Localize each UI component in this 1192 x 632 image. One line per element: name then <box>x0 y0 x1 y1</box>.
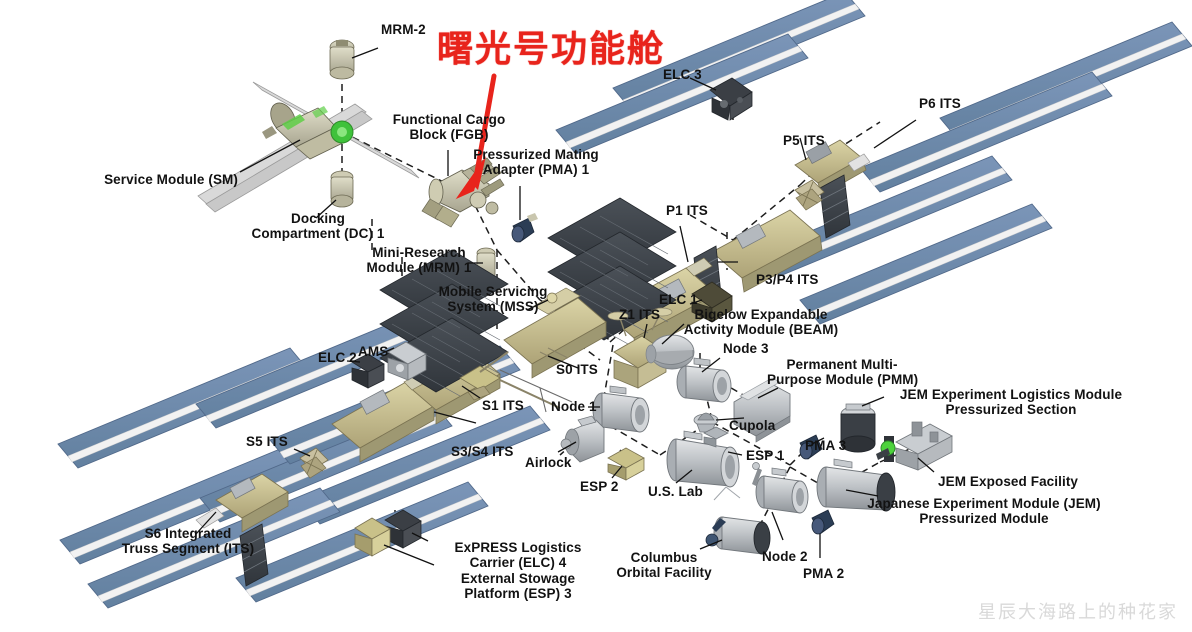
label-node1: Node 1 <box>551 399 597 414</box>
label-elc4: ExPRESS Logistics Carrier (ELC) 4 <box>454 540 582 571</box>
label-elc1: ELC 1 <box>659 292 698 307</box>
label-z1-its: Z1 ITS <box>619 307 661 322</box>
s3-s4-truss-segment <box>331 381 435 463</box>
columbus-module <box>705 516 771 555</box>
label-s1-its: S1 ITS <box>482 398 524 413</box>
label-service-module: Service Module (SM) <box>104 172 238 187</box>
elc1-module <box>691 281 733 323</box>
node2-module <box>752 462 809 514</box>
label-us-lab: U.S. Lab <box>648 484 703 499</box>
label-node2: Node 2 <box>762 549 808 564</box>
pma1-module <box>511 213 538 243</box>
label-esp3: External Stowage Platform (ESP) 3 <box>460 571 576 602</box>
label-node3: Node 3 <box>723 341 769 356</box>
label-pmm: Permanent Multi- Purpose Module (PMM) <box>767 357 919 388</box>
label-s3-s4-its: S3/S4 ITS <box>451 444 514 459</box>
red-annotation-arrow <box>455 73 497 200</box>
label-p1-its: P1 ITS <box>666 203 708 218</box>
label-pma1: Pressurized Mating Adapter (PMA) 1 <box>473 147 599 178</box>
s6-truss-segment <box>195 473 289 587</box>
jem-exposed-facility-module <box>876 421 953 471</box>
label-beam: Bigelow Expandable Activity Module (BEAM… <box>683 307 839 338</box>
label-jem-pm: Japanese Experiment Module (JEM) Pressur… <box>867 496 1101 527</box>
mobile-servicing-system <box>459 351 573 413</box>
label-cupola: Cupola <box>729 418 776 433</box>
elc2-module <box>351 353 385 389</box>
mrm2-module <box>329 39 355 80</box>
p5-truss-segment <box>794 179 825 211</box>
label-mss: Mobile Servicing System (MSS) <box>438 284 548 315</box>
label-docking-compartment: Docking Compartment (DC) 1 <box>251 211 385 242</box>
port-solar-arrays <box>555 0 1192 325</box>
esp1-module <box>703 426 729 448</box>
us-lab-module <box>666 430 741 501</box>
label-jem-elm: JEM Experiment Logistics Module Pressuri… <box>899 387 1123 418</box>
label-fgb: Functional Cargo Block (FGB) <box>392 112 506 143</box>
label-esp2: ESP 2 <box>580 479 619 494</box>
label-s5-its: S5 ITS <box>246 434 288 449</box>
label-pma3: PMA 3 <box>805 438 847 453</box>
label-airlock: Airlock <box>525 455 572 470</box>
s5-truss-segment <box>299 447 329 479</box>
label-leader-lines <box>195 47 935 566</box>
label-pma2: PMA 2 <box>803 566 845 581</box>
label-s0-its: S0 ITS <box>556 362 598 377</box>
label-mrm2: MRM-2 <box>381 22 426 37</box>
pma2-module <box>811 509 835 535</box>
jem-elm-ps-module <box>840 403 876 453</box>
jem-pressurized-module <box>816 458 896 512</box>
label-p3-p4-its: P3/P4 ITS <box>756 272 819 287</box>
label-jem-exposed-facility: JEM Exposed Facility <box>938 474 1079 489</box>
ams-module <box>387 341 427 381</box>
elc3-module <box>709 77 753 121</box>
label-columbus: Columbus Orbital Facility <box>616 550 712 581</box>
node1-module <box>592 385 650 433</box>
label-esp1: ESP 1 <box>746 448 785 463</box>
esp2-module <box>607 447 645 481</box>
service-module-body <box>262 102 354 160</box>
esp3-module <box>354 517 391 557</box>
label-elc3: ELC 3 <box>663 67 702 82</box>
watermark-text: 星辰大海路上的种花家 <box>978 602 1178 623</box>
label-p5-its: P5 ITS <box>783 133 825 148</box>
label-p6-its: P6 ITS <box>919 96 961 111</box>
label-ams: AMS <box>358 344 389 359</box>
docking-compartment-dc1 <box>330 170 354 208</box>
pmm-module <box>733 377 791 443</box>
s0-truss-segment <box>503 287 607 379</box>
label-s6-its: S6 Integrated Truss Segment (ITS) <box>121 526 255 557</box>
pma3-module <box>799 434 823 460</box>
node3-module <box>676 357 732 403</box>
chinese-annotation-title: 曙光号功能舱 <box>437 29 666 70</box>
label-mrm1: Mini-Research Module (MRM) 1 <box>366 245 472 276</box>
label-elc2: ELC 2 <box>318 350 357 365</box>
airlock-module <box>560 415 605 463</box>
